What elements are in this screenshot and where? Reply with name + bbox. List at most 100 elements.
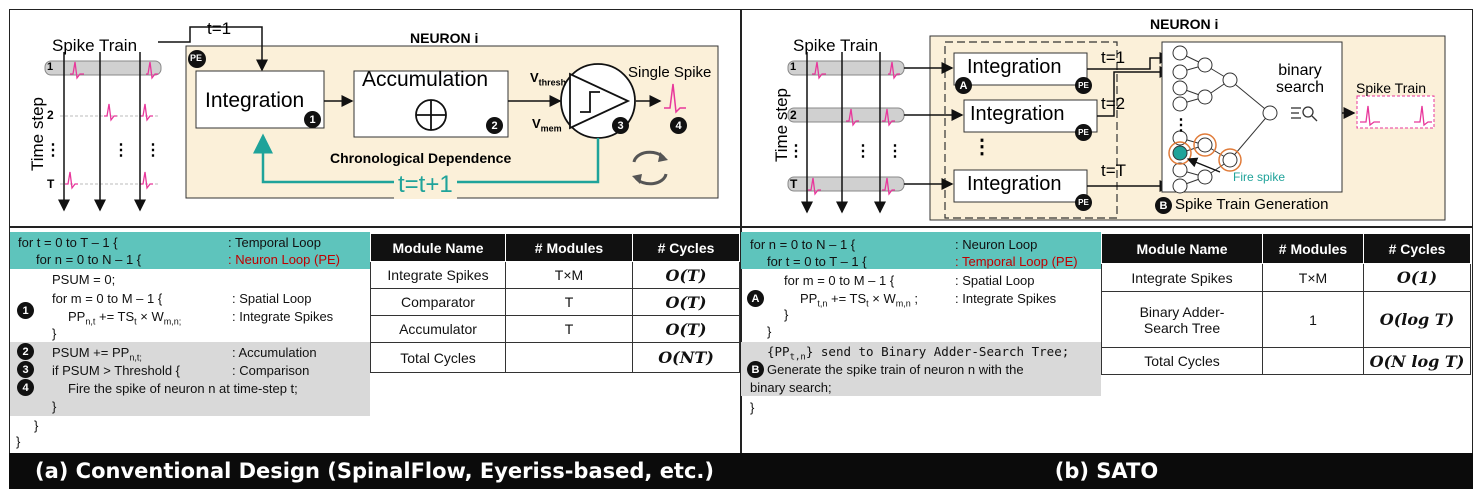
table-row: Total Cycles O(N log T) <box>1101 347 1471 375</box>
spike-row-1 <box>44 60 162 76</box>
code-comment: : Spatial Loop <box>232 291 312 306</box>
code-line: PSUM = 0; <box>52 272 116 287</box>
spike-glyph <box>146 61 158 80</box>
t1-label: t=1 <box>207 19 232 38</box>
code-comment: : Neuron Loop (PE) <box>228 252 341 267</box>
badge-2: 2 <box>486 117 503 134</box>
table-cell: Integrate Spikes <box>1101 263 1263 292</box>
code-line: PPt,n += TSt × Wm,n ; <box>800 291 919 309</box>
pe-badge: PE <box>1075 77 1092 94</box>
table-cell: O(T) <box>632 288 740 316</box>
code-line: for m = 0 to M – 1 { <box>784 273 895 288</box>
code-comment: : Accumulation <box>232 345 317 360</box>
code-line: if PSUM > Threshold { <box>52 363 181 378</box>
pe-badge: PE <box>1075 124 1092 141</box>
vmem-label: Vmem <box>532 116 562 134</box>
code-comment: : Comparison <box>232 363 310 378</box>
table-cell: O(T) <box>632 315 740 343</box>
tT-label: t=T <box>1101 161 1127 180</box>
code-line: } <box>16 434 21 449</box>
binary-tree <box>1172 45 1278 194</box>
col-header: # Modules <box>1262 233 1364 264</box>
row-dots-col3: ⋮ <box>145 142 161 159</box>
badge-3: 3 <box>612 117 629 134</box>
vthresh-label: Vthresh <box>530 70 567 88</box>
code-line: Fire the spike of neuron n at time-step … <box>68 381 298 396</box>
code-comment: : Temporal Loop <box>228 235 321 250</box>
spike-train-label: Spike Train <box>793 36 879 55</box>
table-row: Total Cycles O(NT) <box>370 342 740 373</box>
integration-box <box>195 70 325 129</box>
row-label-1: 1 <box>47 61 54 73</box>
spike-train-label: Spike Train <box>52 36 138 55</box>
spike-glyph <box>140 171 153 190</box>
caption-right: (b) SATO <box>740 453 1473 489</box>
table-cell: O(1) <box>1363 263 1471 292</box>
neuron-loop-band <box>741 232 1101 269</box>
badge-2-code: 2 <box>17 343 34 360</box>
single-spike-label: Single Spike <box>628 64 712 81</box>
badge-b-code: B <box>747 361 764 378</box>
table-cell: Total Cycles <box>1101 347 1263 375</box>
integration-box <box>953 52 1088 86</box>
table-cell: T×M <box>505 261 633 289</box>
caption-left: (a) Conventional Design (SpinalFlow, Eye… <box>9 453 740 489</box>
col-header: Module Name <box>370 233 506 262</box>
code-line: PPn,t += TSt × Wm,n; <box>68 309 182 327</box>
table-cell: Comparator <box>370 288 506 316</box>
table-cell: 1 <box>1262 291 1364 348</box>
table-cell: O(log T) <box>1363 291 1471 348</box>
t1-label: t=1 <box>1101 48 1126 67</box>
code-comment: : Integrate Spikes <box>955 291 1057 306</box>
t-next-label: t=t+1 <box>394 171 457 199</box>
row-label-2: 2 <box>47 108 54 122</box>
badge-1: 1 <box>304 111 321 128</box>
row-label-T: T <box>47 177 55 191</box>
code-line: for m = 0 to M – 1 { <box>52 291 163 306</box>
pe-badge: PE <box>1075 194 1092 211</box>
fire-spike-label: Fire spike <box>1233 170 1286 184</box>
spike-glyph <box>70 61 84 80</box>
pe-group-dashed <box>944 41 1118 219</box>
table-cell: T <box>505 315 633 343</box>
code-line: for n = 0 to N – 1 { <box>36 252 142 267</box>
col-header: # Modules <box>505 233 633 262</box>
pe-badge: PE <box>190 53 203 63</box>
badge-4: 4 <box>670 117 687 134</box>
code-line: } <box>767 324 772 339</box>
code-line: {PPt,n} send to Binary Adder-Search Tree… <box>767 344 1070 363</box>
row-label-dots: ⋮ <box>45 142 61 159</box>
spike-train-generation-label: Spike Train Generation <box>1175 196 1329 213</box>
neuron-title: NEURON i <box>410 30 479 46</box>
code-line: } <box>750 400 755 415</box>
code-line: for n = 0 to N – 1 { <box>750 237 856 252</box>
vertical-dots: ⋮ <box>972 136 992 158</box>
code-line: for t = 0 to T – 1 { <box>18 235 118 250</box>
code-comment: : Integrate Spikes <box>232 309 334 324</box>
badge-4-code: 4 <box>17 379 34 396</box>
svg-text:⋮: ⋮ <box>1173 117 1189 134</box>
spike-glyph <box>140 103 153 122</box>
row-label-dots: ⋮ <box>788 143 804 160</box>
search-icon <box>1291 106 1318 122</box>
fire-spike-node <box>1172 145 1188 161</box>
code-line: Generate the spike train of neuron n wit… <box>767 362 1024 377</box>
code-line: for t = 0 to T – 1 { <box>767 254 867 269</box>
row-dots-col3: ⋮ <box>887 143 903 160</box>
temporal-loop-band <box>10 232 370 269</box>
table-cell <box>505 342 633 373</box>
integration-label: Integration <box>967 56 1062 78</box>
badge-b: B <box>1155 197 1172 214</box>
row-label-2: 2 <box>790 108 797 122</box>
code-line: } <box>784 307 789 322</box>
badge-a-code: A <box>747 290 764 307</box>
row-label-T: T <box>790 177 798 191</box>
col-header: # Cycles <box>632 233 740 262</box>
t2-label: t=2 <box>1101 94 1126 113</box>
table-row: Accumulator T O(T) <box>370 315 740 343</box>
table-cell: T×M <box>1262 263 1364 292</box>
left-complexity-table: Module Name # Modules # Cycles Integrate… <box>370 233 740 373</box>
accumulation-band <box>10 342 370 416</box>
spike-glyph <box>104 103 117 122</box>
